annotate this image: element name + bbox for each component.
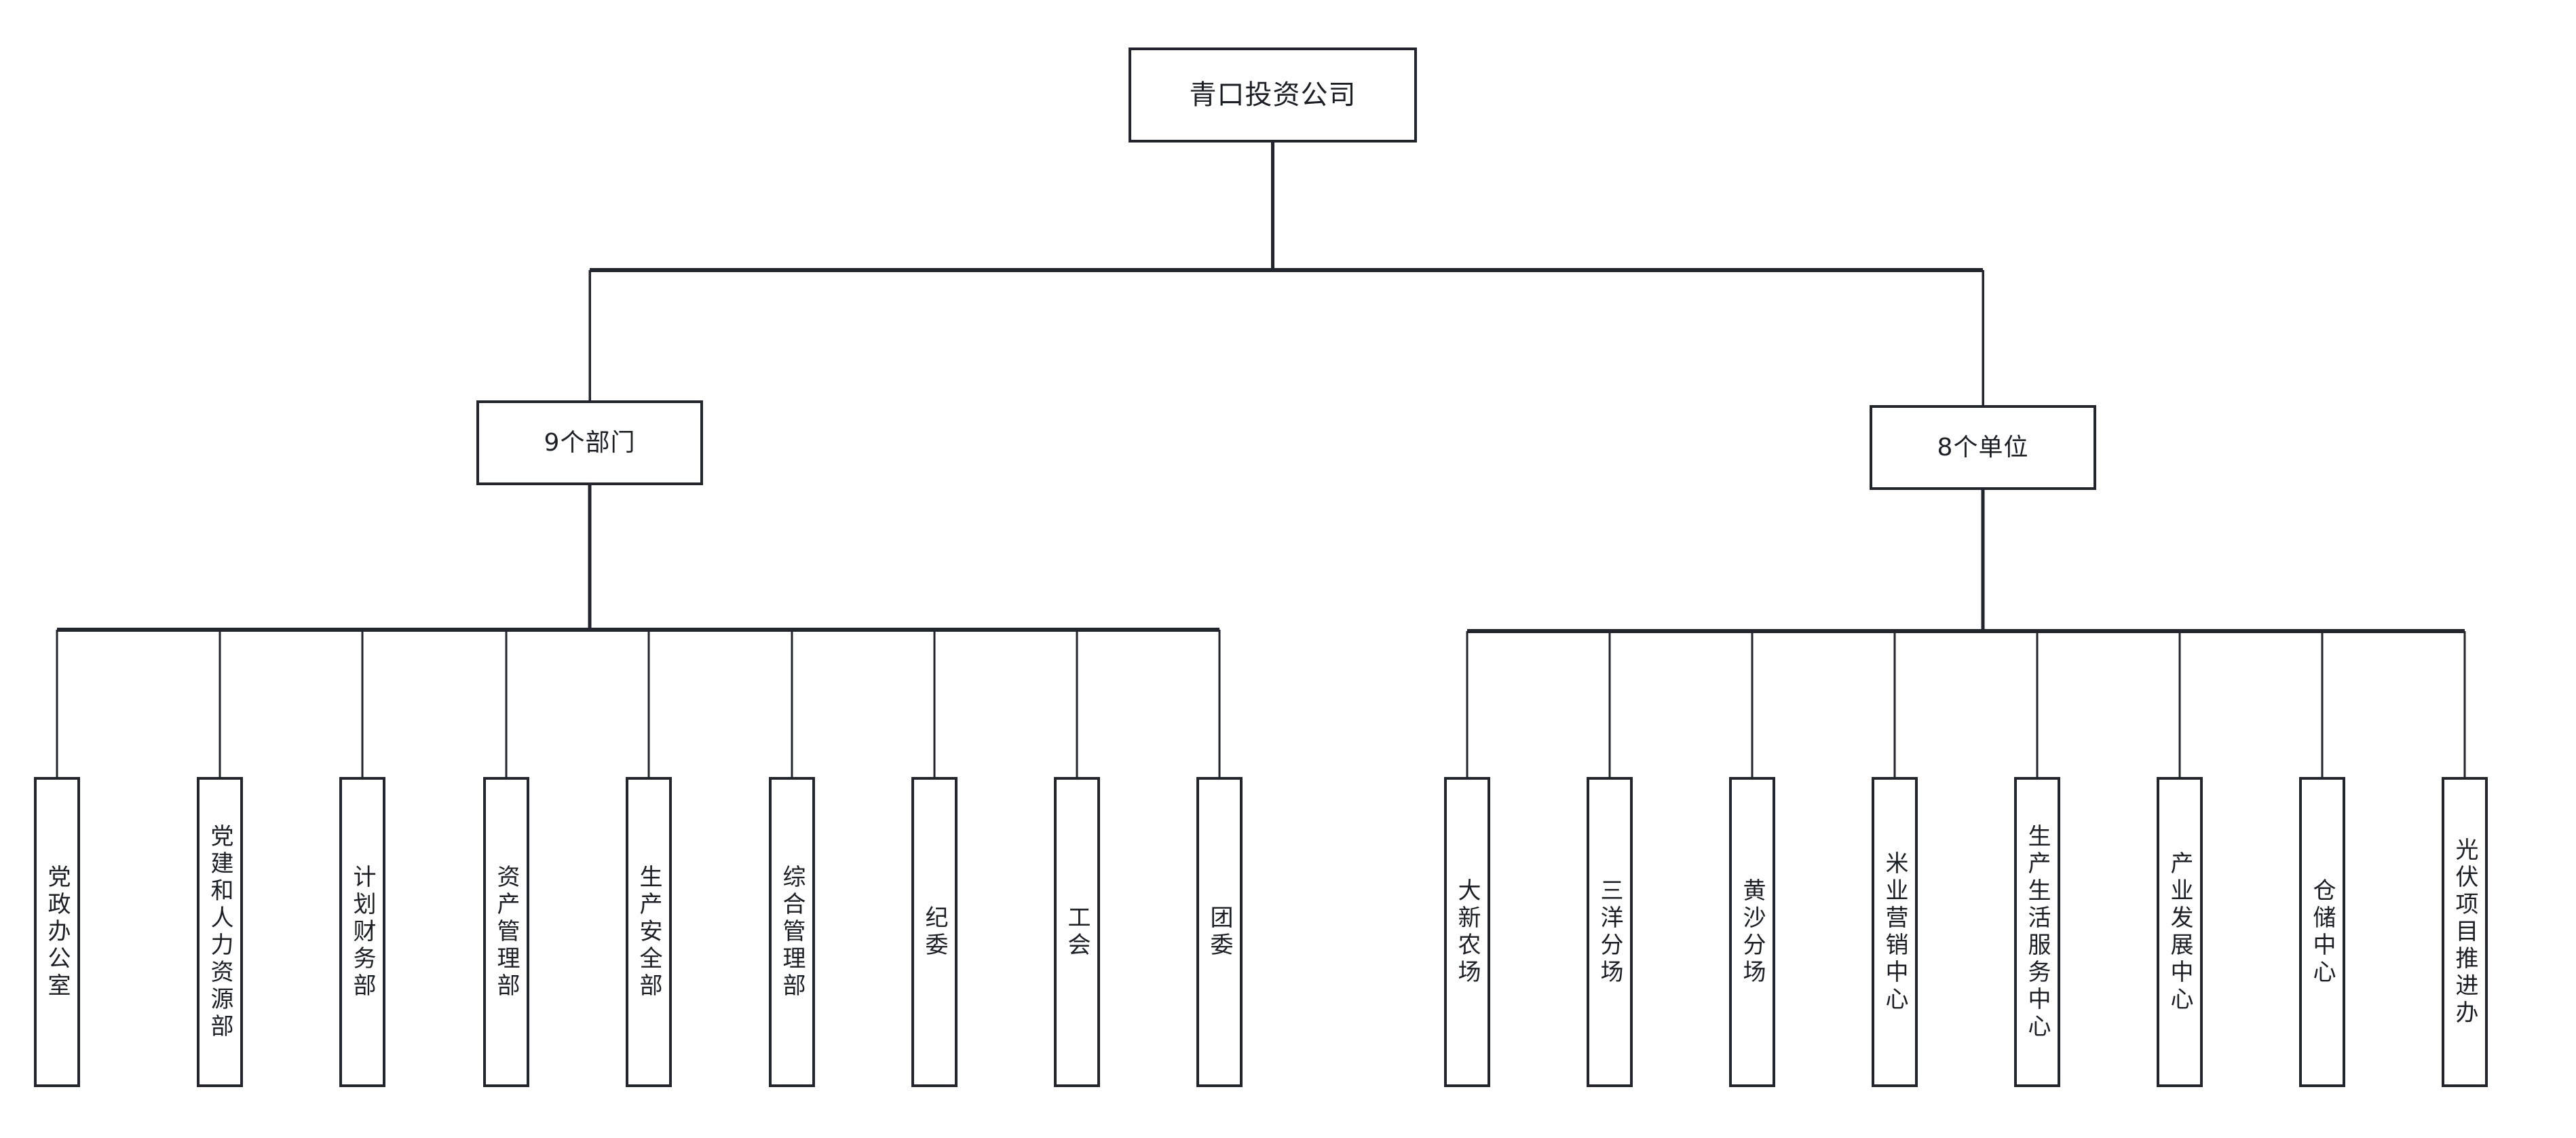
node-group-departments[interactable]: 9个部门 bbox=[476, 400, 703, 485]
node-dept-8-label: 工会 bbox=[1063, 905, 1091, 960]
node-unit-3-label: 黄沙分场 bbox=[1739, 877, 1766, 987]
node-unit-5-label: 生产生活服务中心 bbox=[2024, 823, 2051, 1041]
node-unit-8-label: 光伏项目推进办 bbox=[2451, 837, 2479, 1027]
node-dept-7[interactable]: 纪委 bbox=[911, 777, 958, 1087]
node-unit-4-label: 米业营销中心 bbox=[1881, 850, 1909, 1014]
node-unit-6[interactable]: 产业发展中心 bbox=[2157, 777, 2203, 1087]
node-unit-3[interactable]: 黄沙分场 bbox=[1729, 777, 1775, 1087]
node-group-units[interactable]: 8个单位 bbox=[1870, 405, 2096, 490]
node-root-label: 青口投资公司 bbox=[1189, 79, 1357, 111]
node-group-departments-label: 9个部门 bbox=[544, 428, 636, 457]
node-unit-7[interactable]: 仓储中心 bbox=[2299, 777, 2345, 1087]
node-dept-2[interactable]: 党建和人力资源部 bbox=[197, 777, 243, 1087]
node-unit-6-label: 产业发展中心 bbox=[2166, 850, 2194, 1014]
node-unit-4[interactable]: 米业营销中心 bbox=[1872, 777, 1918, 1087]
node-dept-6[interactable]: 综合管理部 bbox=[769, 777, 815, 1087]
node-dept-5[interactable]: 生产安全部 bbox=[626, 777, 672, 1087]
node-dept-1[interactable]: 党政办公室 bbox=[34, 777, 80, 1087]
node-unit-2-label: 三洋分场 bbox=[1596, 877, 1624, 987]
node-dept-8[interactable]: 工会 bbox=[1054, 777, 1100, 1087]
node-unit-7-label: 仓储中心 bbox=[2309, 877, 2336, 987]
node-dept-6-label: 综合管理部 bbox=[778, 864, 806, 1000]
node-unit-8[interactable]: 光伏项目推进办 bbox=[2442, 777, 2488, 1087]
node-unit-1-label: 大新农场 bbox=[1454, 877, 1481, 987]
node-dept-3-label: 计划财务部 bbox=[349, 864, 377, 1000]
node-unit-2[interactable]: 三洋分场 bbox=[1587, 777, 1633, 1087]
node-dept-2-label: 党建和人力资源部 bbox=[206, 823, 234, 1041]
node-group-units-label: 8个单位 bbox=[1937, 433, 2029, 461]
node-dept-9[interactable]: 团委 bbox=[1196, 777, 1243, 1087]
node-root[interactable]: 青口投资公司 bbox=[1129, 48, 1417, 143]
node-dept-1-label: 党政办公室 bbox=[43, 864, 71, 1000]
node-dept-4-label: 资产管理部 bbox=[493, 864, 520, 1000]
node-unit-5[interactable]: 生产生活服务中心 bbox=[2014, 777, 2060, 1087]
node-dept-4[interactable]: 资产管理部 bbox=[483, 777, 529, 1087]
node-dept-5-label: 生产安全部 bbox=[635, 864, 663, 1000]
node-dept-3[interactable]: 计划财务部 bbox=[339, 777, 385, 1087]
node-dept-9-label: 团委 bbox=[1206, 905, 1234, 960]
node-dept-7-label: 纪委 bbox=[921, 905, 949, 960]
node-unit-1[interactable]: 大新农场 bbox=[1444, 777, 1490, 1087]
